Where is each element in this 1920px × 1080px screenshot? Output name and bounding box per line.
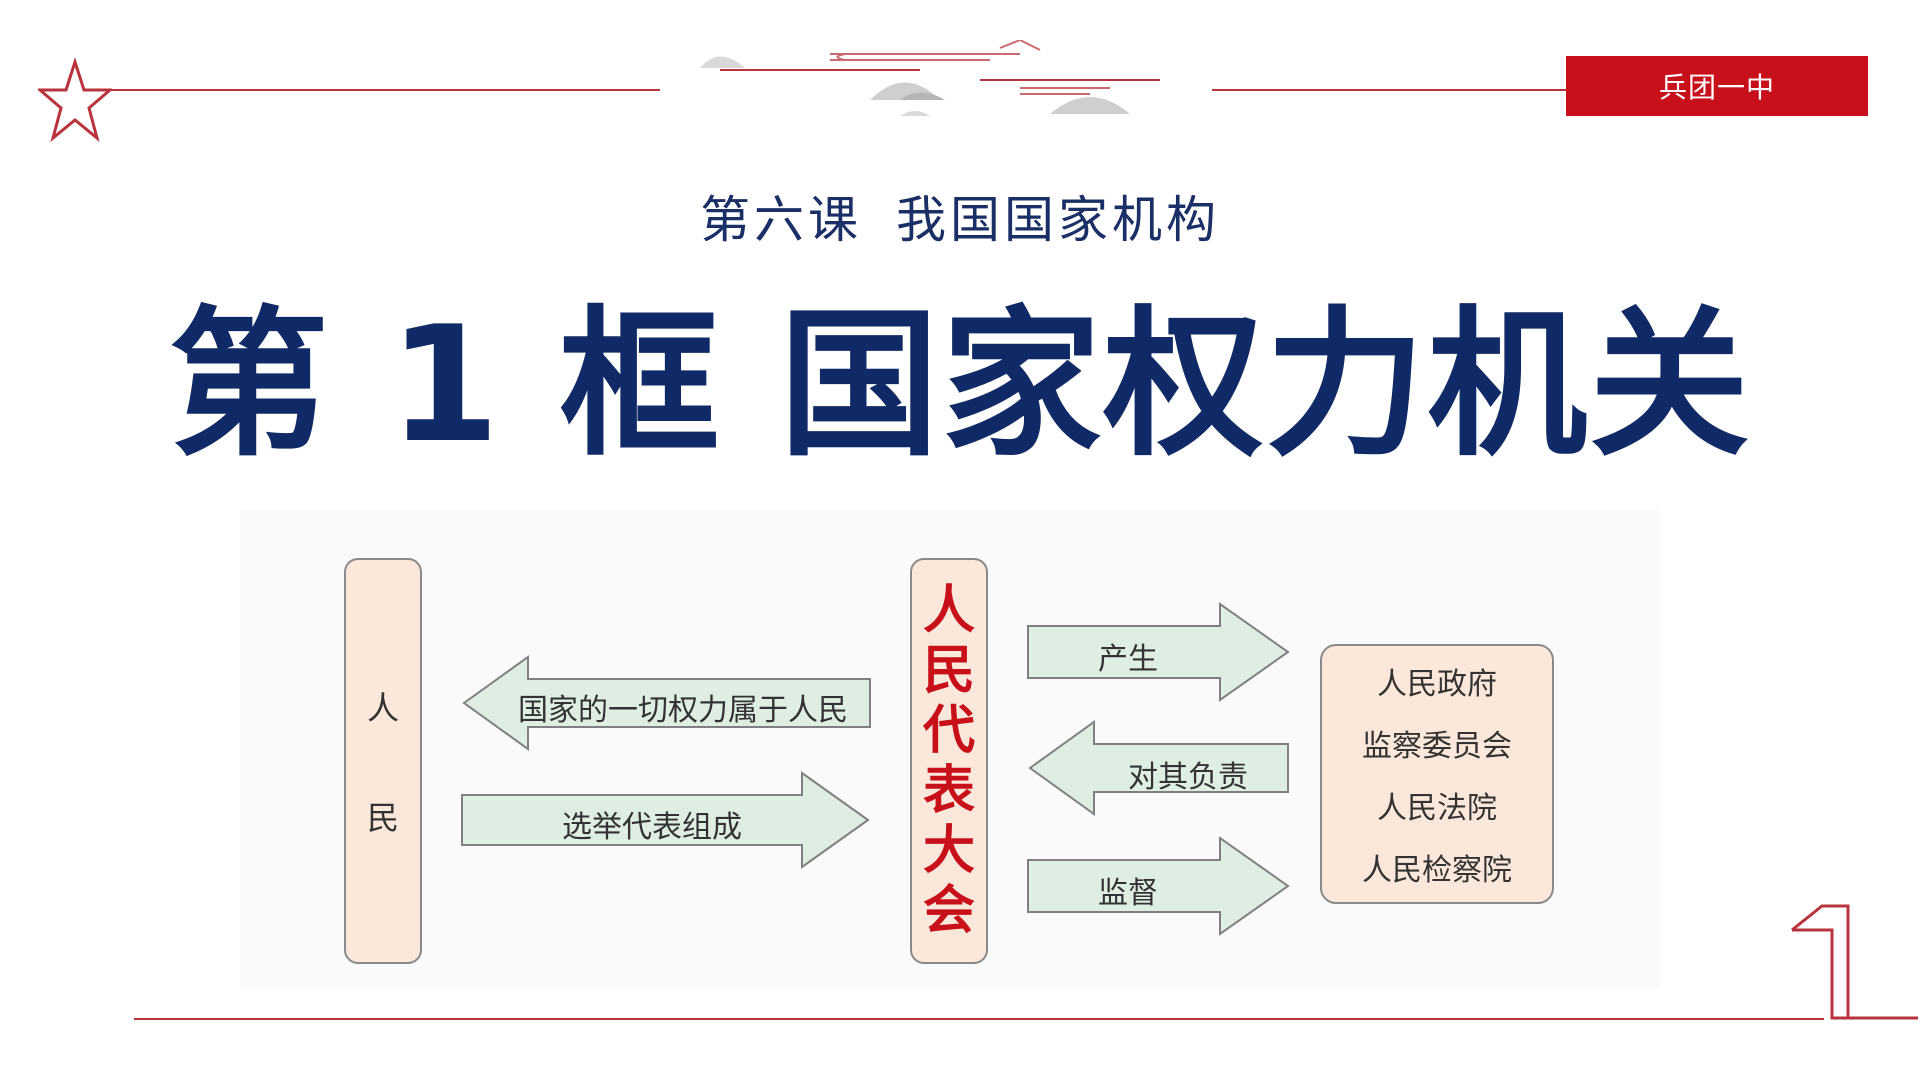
state-organs-node: 人民政府 监察委员会 人民法院 人民检察院 (1320, 644, 1554, 904)
people-node-char: 人 (366, 689, 399, 727)
arrow-label-responsible: 对其负责 (1128, 760, 1248, 795)
lesson-title: 第 1 框 国家权力机关 (168, 291, 1752, 478)
arrow-elect (461, 771, 870, 869)
header-rule-left (108, 89, 660, 91)
people-node: 人 民 (344, 558, 422, 964)
organ-item: 人民检察院 (1362, 853, 1512, 888)
arrow-label-produce: 产生 (1098, 642, 1158, 677)
arrow-label-power-belongs: 国家的一切权力属于人民 (518, 693, 848, 728)
header-rule-right (1212, 89, 1568, 91)
arrow-power-belongs (462, 655, 871, 751)
star-icon (38, 58, 112, 142)
footer-rule (134, 1018, 1824, 1020)
cloud-ornament-icon (700, 40, 1160, 116)
npc-node-char: 会 (922, 881, 975, 941)
arrow-responsible (1028, 720, 1289, 816)
organ-item: 人民法院 (1377, 791, 1497, 826)
npc-node-char: 表 (922, 761, 975, 821)
npc-node: 人 民 代 表 大 会 (910, 558, 988, 964)
arrow-label-elect: 选举代表组成 (562, 810, 742, 845)
arrow-supervise (1027, 836, 1290, 936)
arrow-label-supervise: 监督 (1098, 876, 1158, 911)
npc-node-char: 民 (922, 641, 975, 701)
organ-item: 人民政府 (1377, 667, 1497, 702)
organ-item: 监察委员会 (1362, 729, 1512, 764)
number-one-ornament-icon (1791, 904, 1918, 1020)
npc-node-char: 人 (922, 581, 975, 641)
people-node-char: 民 (366, 799, 399, 837)
arrow-produce (1027, 602, 1290, 702)
school-badge: 兵团一中 (1566, 56, 1868, 116)
npc-node-char: 代 (922, 701, 975, 761)
npc-node-char: 大 (922, 821, 975, 881)
lesson-subtitle: 第六课 我国国家机构 (700, 191, 1220, 249)
